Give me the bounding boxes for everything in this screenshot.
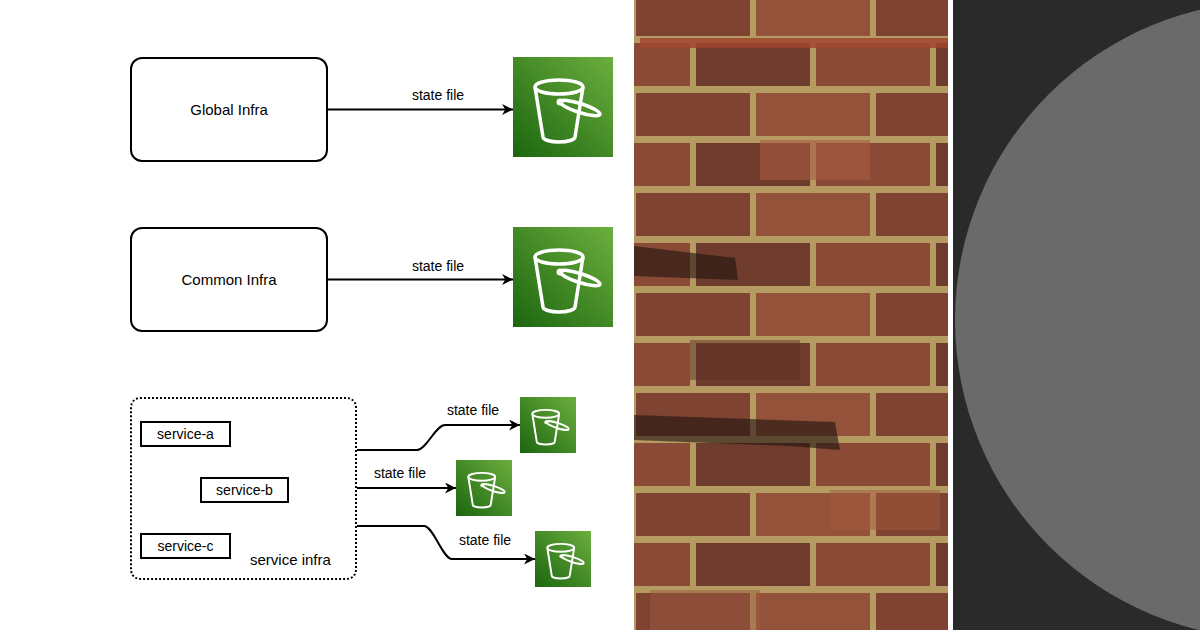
bucket-graphic — [513, 57, 613, 157]
infra-box: Global Infra — [130, 57, 328, 162]
state-file-arrow — [357, 425, 520, 450]
group-label: service infra — [250, 551, 331, 568]
infra-box: Common Infra — [130, 227, 328, 332]
edge-label: state file — [412, 258, 464, 274]
state-file-arrow — [357, 487, 456, 489]
service-box: service-c — [140, 533, 231, 559]
s3-bucket-icon — [520, 397, 576, 453]
bucket-graphic — [456, 460, 512, 516]
group-box: service infra service-a service-b service-c — [130, 397, 357, 580]
box-label: service-a — [157, 426, 214, 442]
state-file-arrow — [328, 109, 513, 111]
s3-bucket-icon — [513, 57, 613, 157]
bucket-graphic — [535, 531, 591, 587]
box-label: service-b — [216, 482, 273, 498]
dark-panel — [953, 0, 1200, 630]
state-file-arrow — [357, 526, 535, 559]
bucket-graphic — [513, 227, 613, 327]
service-box: service-a — [140, 421, 231, 447]
box-label: Common Infra — [181, 271, 276, 288]
edge-label: state file — [459, 532, 511, 548]
box-label: service-c — [157, 538, 213, 554]
state-file-arrow — [328, 279, 513, 281]
s3-bucket-icon — [456, 460, 512, 516]
s3-bucket-icon — [535, 531, 591, 587]
edge-label: state file — [447, 402, 499, 418]
bucket-graphic — [520, 397, 576, 453]
edge-label: state file — [412, 87, 464, 103]
service-box: service-b — [200, 477, 289, 503]
brick-photo — [634, 0, 948, 630]
s3-bucket-icon — [513, 227, 613, 327]
edge-label: state file — [374, 465, 426, 481]
divider — [948, 0, 953, 630]
box-label: Global Infra — [190, 101, 268, 118]
